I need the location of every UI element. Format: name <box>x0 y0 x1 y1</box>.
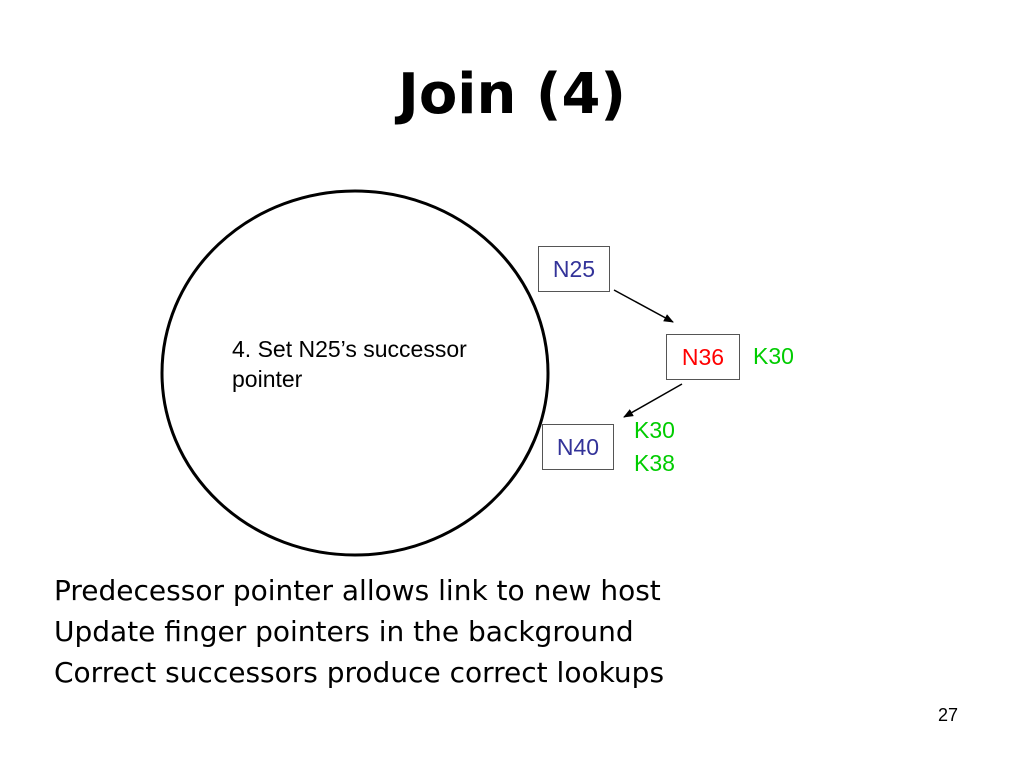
page-number: 27 <box>938 705 959 725</box>
node-n25-label: N25 <box>552 255 596 282</box>
arrow-n36-to-n40 <box>623 383 683 418</box>
chord-ring <box>160 189 550 557</box>
slide-title: Join (4) <box>397 62 627 127</box>
step-description: 4. Set N25’s successor pointer <box>232 336 467 392</box>
n36-key-label: K30 <box>753 343 794 369</box>
bullet-item-2: Update finger pointers in the background <box>54 615 634 648</box>
n40-key-list: K30 K38 <box>634 414 675 480</box>
n40-key-2: K38 <box>634 450 675 476</box>
node-n36-label: N36 <box>681 343 725 370</box>
bullet-item-1: Predecessor pointer allows link to new h… <box>54 574 661 607</box>
node-n40-label: N40 <box>556 433 600 460</box>
n40-key-1: K30 <box>634 417 675 443</box>
node-n36: N36 <box>666 334 740 380</box>
bullet-list: Predecessor pointer allows link to new h… <box>54 570 664 693</box>
bullet-item-3: Correct successors produce correct looku… <box>54 656 665 689</box>
arrow-n25-to-n36 <box>613 289 674 323</box>
node-n25: N25 <box>538 246 610 292</box>
node-n40: N40 <box>542 424 614 470</box>
